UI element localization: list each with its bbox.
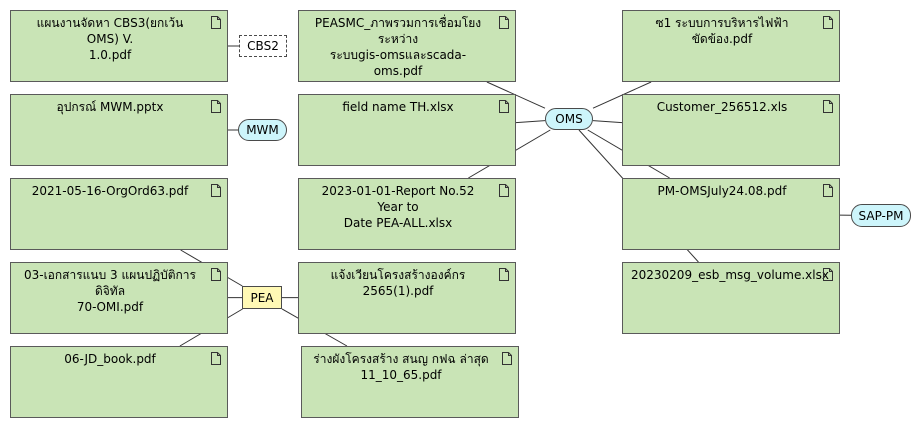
connector-line — [592, 120, 623, 124]
document-node-omi[interactable]: 03-เอกสารแนบ 3 แผนปฏิบัติการดิจิทัล 70-O… — [10, 262, 228, 334]
document-label: แจ้งเวียนโครงสร้างองค์กร 2565(1).pdf — [330, 268, 466, 298]
document-icon — [823, 16, 833, 29]
hub-pea[interactable]: PEA — [242, 286, 282, 309]
document-icon — [823, 184, 833, 197]
document-node-s1[interactable]: ซ1 ระบบการบริหารไฟฟ้าขัดข้อง.pdf — [622, 10, 840, 82]
document-label: แผนงานจัดหา CBS3(ยกเว้น OMS) V. 1.0.pdf — [36, 16, 184, 62]
document-icon — [502, 352, 512, 365]
document-node-structure[interactable]: แจ้งเวียนโครงสร้างองค์กร 2565(1).pdf — [298, 262, 516, 334]
document-icon — [211, 184, 221, 197]
document-node-customer[interactable]: Customer_256512.xls — [622, 94, 840, 166]
document-node-pmoms[interactable]: PM-OMSJuly24.08.pdf — [622, 178, 840, 250]
document-label: 03-เอกสารแนบ 3 แผนปฏิบัติการดิจิทัล 70-O… — [23, 268, 196, 314]
document-label: PM-OMSJuly24.08.pdf — [657, 184, 787, 198]
hub-sappm[interactable]: SAP-PM — [851, 204, 911, 227]
document-icon — [823, 268, 833, 281]
document-icon — [499, 184, 509, 197]
document-icon — [211, 100, 221, 113]
document-icon — [499, 16, 509, 29]
document-label: 2021-05-16-OrgOrd63.pdf — [31, 184, 189, 198]
document-label: Customer_256512.xls — [656, 100, 788, 114]
hub-cbs2[interactable]: CBS2 — [239, 35, 287, 57]
document-node-fieldname[interactable]: field name TH.xlsx — [298, 94, 516, 166]
document-icon — [823, 100, 833, 113]
document-node-report52[interactable]: 2023-01-01-Report No.52 Year to Date PEA… — [298, 178, 516, 250]
document-icon — [499, 268, 509, 281]
hub-oms[interactable]: OMS — [545, 108, 593, 130]
document-label: PEASMC_ภาพรวมการเชื่อมโยงระหว่าง ระบบgis… — [314, 16, 482, 78]
document-label: ร่างผังโครงสร้าง สนญ กฟฉ ล่าสุด 11_10_65… — [313, 352, 489, 382]
document-node-esb[interactable]: 20230209_esb_msg_volume.xlsx — [622, 262, 840, 334]
document-icon — [211, 352, 221, 365]
document-label: 06-JD_book.pdf — [64, 352, 156, 366]
document-label: อุปกรณ์ MWM.pptx — [56, 100, 164, 114]
document-node-jdbook[interactable]: 06-JD_book.pdf — [10, 346, 228, 418]
document-icon — [499, 100, 509, 113]
document-label: field name TH.xlsx — [342, 100, 454, 114]
document-node-peasmc[interactable]: PEASMC_ภาพรวมการเชื่อมโยงระหว่าง ระบบgis… — [298, 10, 516, 82]
document-label: 2023-01-01-Report No.52 Year to Date PEA… — [321, 184, 475, 230]
document-node-orgord[interactable]: 2021-05-16-OrgOrd63.pdf — [10, 178, 228, 250]
document-node-cbs3[interactable]: แผนงานจัดหา CBS3(ยกเว้น OMS) V. 1.0.pdf — [10, 10, 228, 82]
document-node-draft[interactable]: ร่างผังโครงสร้าง สนญ กฟฉ ล่าสุด 11_10_65… — [301, 346, 519, 418]
hub-mwm[interactable]: MWM — [238, 119, 287, 141]
document-icon — [211, 268, 221, 281]
connector-line — [515, 120, 546, 124]
document-label: ซ1 ระบบการบริหารไฟฟ้าขัดข้อง.pdf — [655, 16, 789, 46]
document-icon — [211, 16, 221, 29]
document-label: 20230209_esb_msg_volume.xlsx — [631, 268, 829, 282]
document-node-mwm[interactable]: อุปกรณ์ MWM.pptx — [10, 94, 228, 166]
